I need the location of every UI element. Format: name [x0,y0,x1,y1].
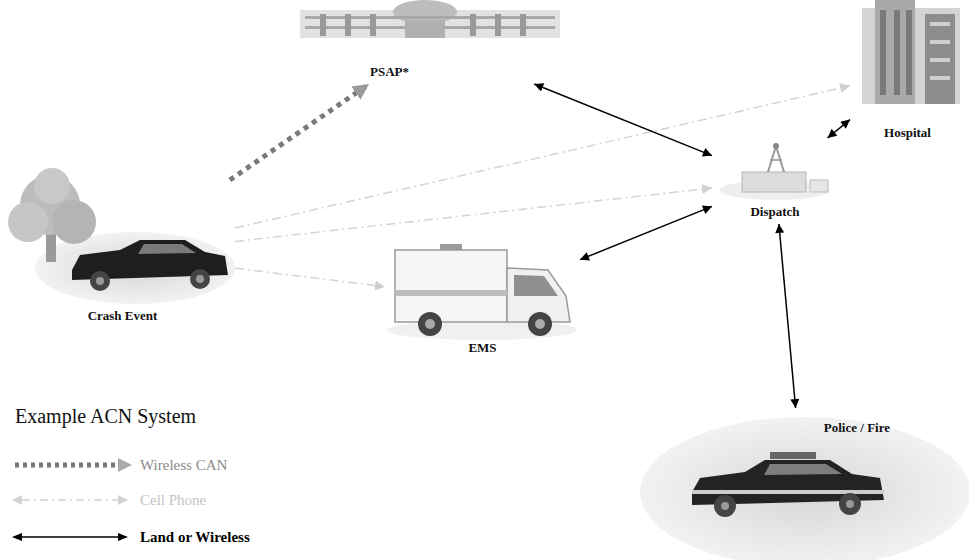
connector [235,268,385,287]
node-label: Dispatch [750,204,799,220]
picture-node: Crash Event [10,180,235,328]
hospital-building-part [930,76,950,80]
dispatch-station-part [768,146,776,172]
picture-node: EMS [385,238,580,360]
legend-sample-cell-part [118,495,128,505]
legend-entry: Land or Wireless [140,528,250,546]
psap-building-part [345,14,351,36]
ambulance-part [535,319,545,329]
psap-building-part [305,16,555,19]
legend-sample-land-part [22,536,118,538]
ambulance [387,244,577,340]
psap-building-part [405,20,445,38]
ambulance-part [395,290,507,296]
police-car [640,417,969,560]
crash-scene-part [196,275,204,283]
legend-text: Land or Wireless [140,528,250,546]
ambulance-part [528,312,552,336]
police-car-part [721,502,729,510]
psap-building [300,0,560,38]
legend-entry: Cell Phone [140,491,206,509]
police-car-part [764,464,842,475]
psap-building-part [370,14,376,36]
legend-entry: Wireless CAN [140,456,227,474]
legend-sample-wireless-part [118,458,132,472]
dispatch-station-part [773,143,779,149]
picture-node: PSAP* [300,0,560,84]
legend-sample-cell [12,495,128,505]
ambulance-part [418,312,442,336]
node-label: Crash Event [88,308,158,324]
psap-building-part [470,14,476,36]
police-car-part [714,495,736,517]
ambulance-part [425,319,435,329]
psap-building-part [520,14,526,36]
connector [534,84,712,156]
legend-sample-wireless-part [15,463,118,468]
hospital-building-part [880,10,886,95]
crash-scene-part [52,200,96,244]
picture-node: Police / Fire [640,408,965,560]
ambulance-part [440,244,462,250]
connector [828,120,850,138]
police-car-part [839,493,861,515]
hospital-building-part [930,58,950,62]
connector [779,224,796,408]
hospital-building-part [906,10,912,95]
crash-scene-part [35,232,235,304]
connector [580,206,712,259]
crash-scene-part [138,244,196,254]
hospital-building-part [875,0,915,104]
hospital-building-part [930,40,950,44]
dispatch-station-part [770,159,782,161]
connector [230,84,369,180]
police-car-part [846,500,854,508]
legend-title: Example ACN System [15,404,196,428]
picture-node: Dispatch [712,138,838,224]
legend-sample-land [12,533,128,541]
hospital-building-part [930,22,950,26]
psap-building-part [495,14,501,36]
crash-scene-part [34,168,70,204]
legend-sample-land-part [12,533,22,541]
legend-sample-land-part [118,533,128,541]
police-car-part [770,452,816,459]
picture-node: Hospital [850,0,965,145]
legend-sample-cell-part [12,495,22,505]
hospital-building-part [925,14,955,104]
dispatch-station-part [810,180,828,192]
crash-scene-part [90,271,110,291]
dispatch-station-part [742,172,806,192]
legend-text: Cell Phone [140,491,206,509]
node-label: Hospital [884,125,931,141]
police-car-part [692,490,884,494]
dispatch-station-part [776,146,784,172]
crash-scene-part [8,202,48,242]
connector-group [230,84,850,408]
dispatch-station [720,143,830,200]
police-car-part [640,417,969,560]
legend-sample-cell-part [22,499,118,501]
node-label: EMS [468,340,496,356]
node-label: PSAP* [370,64,409,80]
hospital-building-part [894,10,900,95]
connector [235,188,712,241]
hospital-building [862,0,960,104]
crash-scene [8,168,235,304]
node-label: Police / Fire [824,420,890,436]
legend-text: Wireless CAN [140,456,227,474]
ambulance-part [514,275,558,296]
legend-sample-wireless [15,458,132,472]
crash-scene-part [190,269,210,289]
psap-building-part [320,14,326,36]
ambulance-part [395,250,507,322]
crash-scene-part [96,277,104,285]
